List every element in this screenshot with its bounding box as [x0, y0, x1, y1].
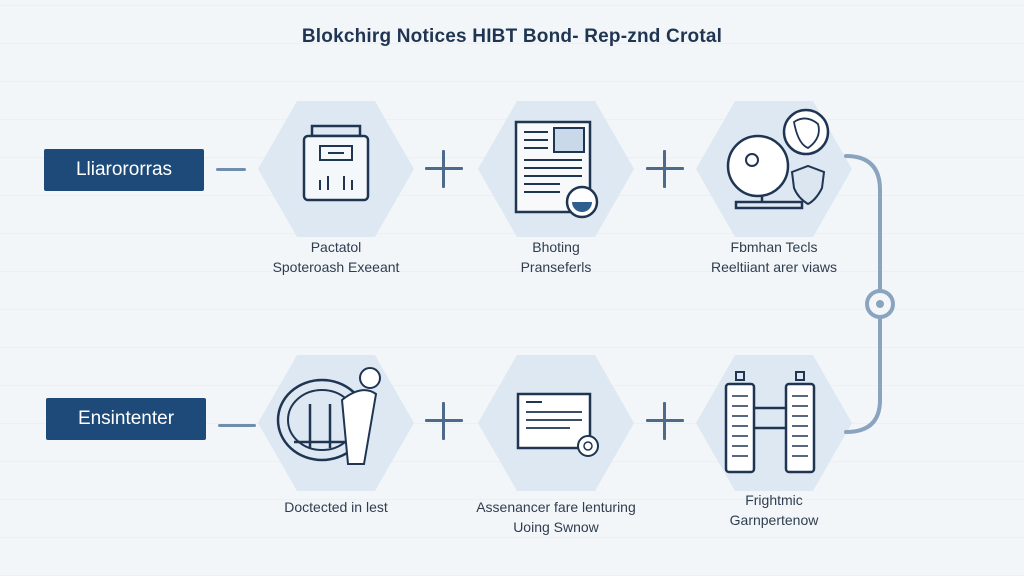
- caption-line: Assenancer fare lenturing: [476, 499, 636, 515]
- ballot-box-icon: [302, 124, 370, 202]
- plus-connector-3: [425, 402, 463, 440]
- caption-line: Spoteroash Exeeant: [272, 259, 400, 275]
- label-connector-top: [216, 168, 246, 171]
- caption-line: Fbmhan Tecls: [730, 239, 818, 255]
- server-towers-icon: [724, 371, 816, 474]
- step-4-caption: Doctected in lest: [236, 497, 436, 517]
- caption-line: Pactatol: [310, 239, 362, 255]
- step-2-caption: Bhoting Pranseferls: [456, 237, 656, 277]
- document-icon: [514, 120, 599, 219]
- certificate-icon: [516, 392, 599, 457]
- plus-connector-1: [425, 150, 463, 188]
- caption-line: Bhoting: [532, 239, 580, 255]
- row-label-top: Lliarororras: [44, 149, 204, 191]
- diagram-title: Blokchirg Notices HIBT Bond- Rep-znd Cro…: [301, 26, 723, 47]
- caption-line: Frightmic: [745, 492, 803, 508]
- caption-line: Pranseferls: [520, 259, 592, 275]
- caption-line: Reeltiiant arer viaws: [710, 259, 838, 275]
- plus-connector-2: [646, 150, 684, 188]
- caption-line: Uoing Swnow: [513, 519, 599, 535]
- step-3-caption: Fbmhan Tecls Reeltiiant arer viaws: [674, 237, 874, 277]
- step-1-caption: Pactatol Spoteroash Exeeant: [236, 237, 436, 277]
- row-label-bottom: Ensintenter: [46, 398, 206, 440]
- step-5-caption: Assenancer fare lenturing Uoing Swnow: [456, 497, 656, 537]
- scanner-icon: [276, 367, 381, 465]
- caption-line: Garnpertenow: [729, 512, 819, 528]
- caption-line: Doctected in lest: [284, 499, 388, 515]
- globe-shield-icon: [726, 108, 830, 210]
- label-connector-bottom: [218, 424, 256, 427]
- step-6-caption: Frightmic Garnpertenow: [674, 490, 874, 530]
- row-link-bracket: [844, 154, 895, 434]
- plus-connector-4: [646, 402, 684, 440]
